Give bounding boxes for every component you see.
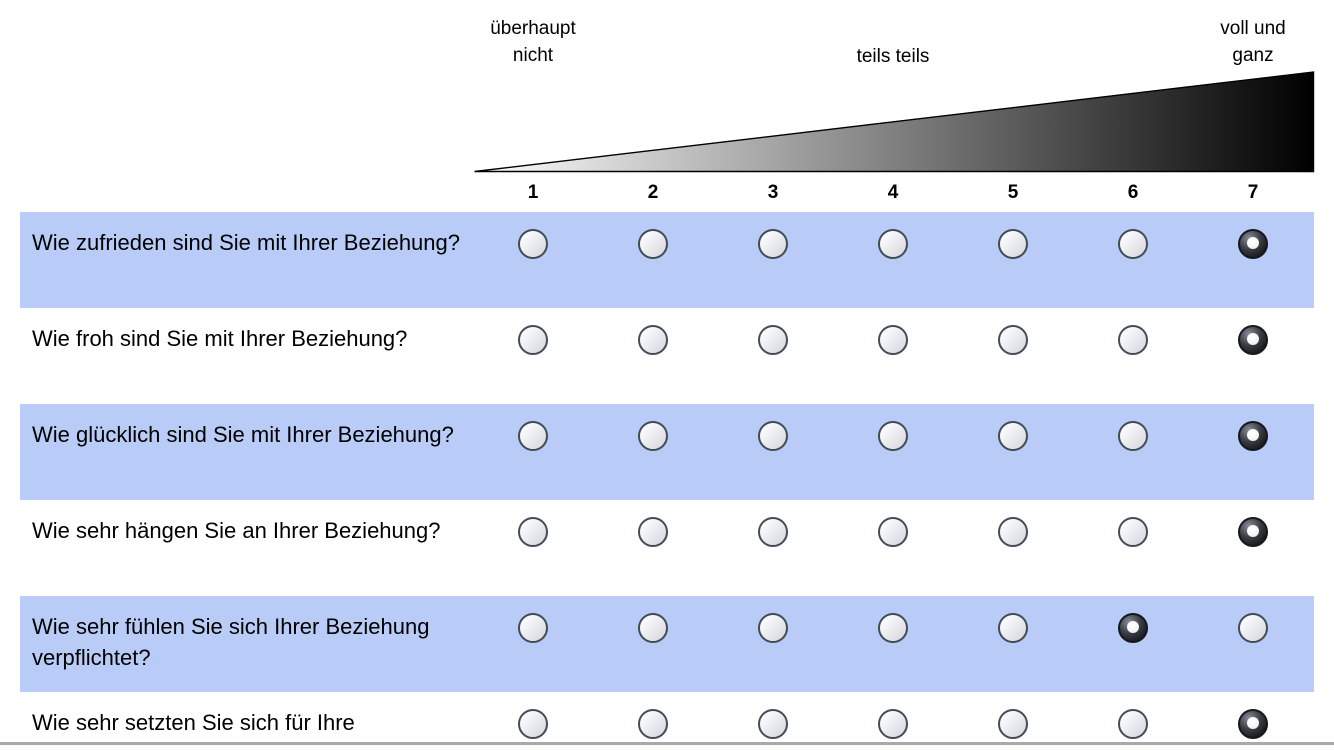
radio-q5-value-3[interactable] xyxy=(758,613,788,643)
radio-q3-value-2[interactable] xyxy=(638,421,668,451)
scale-number-4: 4 xyxy=(887,182,899,203)
scale-number-5: 5 xyxy=(1007,182,1019,203)
question-row-5: Wie sehr fühlen Sie sich Ihrer Beziehung… xyxy=(20,596,1314,692)
question-text-2: Wie froh sind Sie mit Ihrer Beziehung? xyxy=(32,326,408,351)
question-row-3: Wie glücklich sind Sie mit Ihrer Beziehu… xyxy=(20,404,1314,500)
selected-dot-icon xyxy=(1247,333,1259,345)
radio-q6-value-6[interactable] xyxy=(1118,709,1148,739)
intensity-gradient-triangle-icon xyxy=(474,71,1315,173)
radio-q3-value-7[interactable] xyxy=(1238,421,1268,451)
radio-q4-value-4[interactable] xyxy=(878,517,908,547)
radio-q1-value-7[interactable] xyxy=(1238,229,1268,259)
scale-number-6: 6 xyxy=(1127,182,1139,203)
radio-q3-value-5[interactable] xyxy=(998,421,1028,451)
radio-q1-value-2[interactable] xyxy=(638,229,668,259)
radio-q2-value-3[interactable] xyxy=(758,325,788,355)
radio-q4-value-2[interactable] xyxy=(638,517,668,547)
question-rows: Wie zufrieden sind Sie mit Ihrer Beziehu… xyxy=(20,212,1314,750)
radio-q6-value-7[interactable] xyxy=(1238,709,1268,739)
radio-q3-value-4[interactable] xyxy=(878,421,908,451)
selected-dot-icon xyxy=(1127,621,1139,633)
question-text-3: Wie glücklich sind Sie mit Ihrer Beziehu… xyxy=(32,422,454,447)
radio-q3-value-3[interactable] xyxy=(758,421,788,451)
bottom-cover xyxy=(0,745,1334,750)
radio-q6-value-4[interactable] xyxy=(878,709,908,739)
radio-q2-value-6[interactable] xyxy=(1118,325,1148,355)
scale-number-2: 2 xyxy=(647,182,659,203)
radio-q4-value-3[interactable] xyxy=(758,517,788,547)
radio-q6-value-5[interactable] xyxy=(998,709,1028,739)
radio-q2-value-1[interactable] xyxy=(518,325,548,355)
radio-q2-value-7[interactable] xyxy=(1238,325,1268,355)
radio-q4-value-5[interactable] xyxy=(998,517,1028,547)
radio-q5-value-1[interactable] xyxy=(518,613,548,643)
radio-q1-value-5[interactable] xyxy=(998,229,1028,259)
radio-q4-value-6[interactable] xyxy=(1118,517,1148,547)
radio-q1-value-6[interactable] xyxy=(1118,229,1148,259)
scale-anchor-label-middle: teils teils xyxy=(856,46,930,67)
question-row-1: Wie zufrieden sind Sie mit Ihrer Beziehu… xyxy=(20,212,1314,308)
radio-q2-value-5[interactable] xyxy=(998,325,1028,355)
scale-number-7: 7 xyxy=(1247,182,1259,203)
radio-q1-value-3[interactable] xyxy=(758,229,788,259)
radio-q6-value-2[interactable] xyxy=(638,709,668,739)
selected-dot-icon xyxy=(1247,429,1259,441)
radio-q5-value-5[interactable] xyxy=(998,613,1028,643)
radio-q6-value-3[interactable] xyxy=(758,709,788,739)
selected-dot-icon xyxy=(1247,525,1259,537)
selected-dot-icon xyxy=(1247,717,1259,729)
radio-q6-value-1[interactable] xyxy=(518,709,548,739)
radio-q2-value-4[interactable] xyxy=(878,325,908,355)
scale-number-1: 1 xyxy=(527,182,539,203)
radio-q2-value-2[interactable] xyxy=(638,325,668,355)
question-text-1: Wie zufrieden sind Sie mit Ihrer Beziehu… xyxy=(32,230,460,255)
radio-q1-value-4[interactable] xyxy=(878,229,908,259)
question-text-5: Wie sehr fühlen Sie sich Ihrer Beziehung… xyxy=(32,614,430,670)
radio-q5-value-4[interactable] xyxy=(878,613,908,643)
scale-anchor-label-left: überhaupt nicht xyxy=(490,18,576,66)
radio-q3-value-6[interactable] xyxy=(1118,421,1148,451)
selected-dot-icon xyxy=(1247,237,1259,249)
radio-q5-value-7[interactable] xyxy=(1238,613,1268,643)
scale-number-3: 3 xyxy=(767,182,779,203)
radio-q5-value-2[interactable] xyxy=(638,613,668,643)
radio-q1-value-1[interactable] xyxy=(518,229,548,259)
radio-q3-value-1[interactable] xyxy=(518,421,548,451)
radio-q4-value-1[interactable] xyxy=(518,517,548,547)
question-text-4: Wie sehr hängen Sie an Ihrer Beziehung? xyxy=(32,518,441,543)
bottom-divider xyxy=(0,742,1334,745)
scale-anchor-label-right: voll und ganz xyxy=(1220,18,1286,66)
question-row-6: Wie sehr setzten Sie sich für Ihre Bezie… xyxy=(20,692,1314,750)
question-row-2: Wie froh sind Sie mit Ihrer Beziehung? xyxy=(20,308,1314,404)
radio-q5-value-6[interactable] xyxy=(1118,613,1148,643)
question-row-4: Wie sehr hängen Sie an Ihrer Beziehung? xyxy=(20,500,1314,596)
radio-q4-value-7[interactable] xyxy=(1238,517,1268,547)
